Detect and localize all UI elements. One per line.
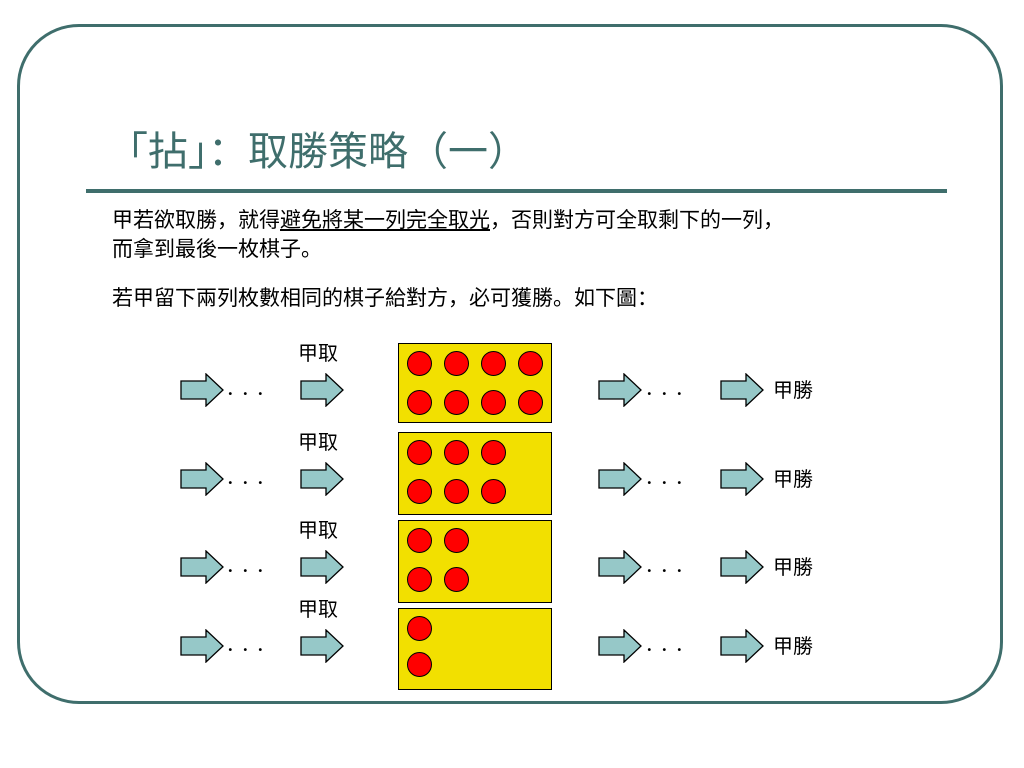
stone-box: [398, 520, 552, 603]
red-stone: [444, 351, 469, 376]
win-label: 甲勝: [773, 634, 813, 658]
right-arrow-icon: [180, 628, 224, 664]
ellipsis-dots: ．．．: [645, 635, 699, 656]
right-arrow-icon: [598, 549, 642, 585]
win-label: 甲勝: [773, 378, 813, 402]
ellipsis-dots: ．．．: [645, 468, 699, 489]
take-label: 甲取: [298, 341, 338, 365]
right-arrow-icon: [720, 372, 764, 408]
stone-box: [398, 608, 552, 690]
red-stone: [407, 479, 432, 504]
paragraph-strategy-before: 甲若欲取勝，就得: [112, 208, 280, 232]
title-underline-rule: [86, 189, 947, 193]
right-arrow-icon: [180, 461, 224, 497]
red-stone: [518, 351, 543, 376]
red-stone: [407, 440, 432, 465]
slide-frame: [17, 24, 1003, 704]
win-label: 甲勝: [773, 555, 813, 579]
right-arrow-icon: [300, 461, 344, 497]
paragraph-strategy-after: ，否則對方可全取剩下的一列，: [490, 208, 784, 232]
red-stone: [481, 351, 506, 376]
red-stone: [444, 479, 469, 504]
right-arrow-icon: [720, 628, 764, 664]
right-arrow-icon: [180, 372, 224, 408]
red-stone: [407, 567, 432, 592]
take-label: 甲取: [298, 518, 338, 542]
slide-title: 「拈」：取勝策略（一）: [108, 129, 528, 175]
red-stone: [444, 440, 469, 465]
paragraph-strategy-underlined: 避免將某一列完全取光: [280, 208, 490, 232]
ellipsis-dots: ．．．: [645, 379, 699, 400]
red-stone: [444, 390, 469, 415]
red-stone: [481, 440, 506, 465]
ellipsis-dots: ．．．: [226, 379, 280, 400]
right-arrow-icon: [300, 628, 344, 664]
red-stone: [407, 351, 432, 376]
red-stone: [481, 390, 506, 415]
red-stone: [481, 479, 506, 504]
win-label: 甲勝: [773, 467, 813, 491]
stone-box: [398, 432, 552, 515]
red-stone: [444, 567, 469, 592]
right-arrow-icon: [720, 549, 764, 585]
paragraph-strategy: 甲若欲取勝，就得避免將某一列完全取光，否則對方可全取剩下的一列， 而拿到最後一枚…: [112, 206, 784, 264]
ellipsis-dots: ．．．: [226, 468, 280, 489]
ellipsis-dots: ．．．: [645, 556, 699, 577]
paragraph-strategy-line1: 甲若欲取勝，就得避免將某一列完全取光，否則對方可全取剩下的一列，: [112, 206, 784, 235]
paragraph-strategy-line2: 而拿到最後一枚棋子。: [112, 237, 322, 261]
red-stone: [407, 528, 432, 553]
right-arrow-icon: [598, 628, 642, 664]
right-arrow-icon: [180, 549, 224, 585]
ellipsis-dots: ．．．: [226, 635, 280, 656]
right-arrow-icon: [720, 461, 764, 497]
red-stone: [407, 652, 432, 677]
right-arrow-icon: [300, 549, 344, 585]
red-stone: [518, 390, 543, 415]
ellipsis-dots: ．．．: [226, 556, 280, 577]
take-label: 甲取: [298, 430, 338, 454]
red-stone: [407, 390, 432, 415]
red-stone: [444, 528, 469, 553]
stone-box: [398, 343, 552, 423]
red-stone: [407, 616, 432, 641]
paragraph-equal-rows: 若甲留下兩列枚數相同的棋子給對方，必可獲勝。如下圖：: [112, 286, 658, 310]
right-arrow-icon: [300, 372, 344, 408]
right-arrow-icon: [598, 461, 642, 497]
take-label: 甲取: [298, 597, 338, 621]
right-arrow-icon: [598, 372, 642, 408]
